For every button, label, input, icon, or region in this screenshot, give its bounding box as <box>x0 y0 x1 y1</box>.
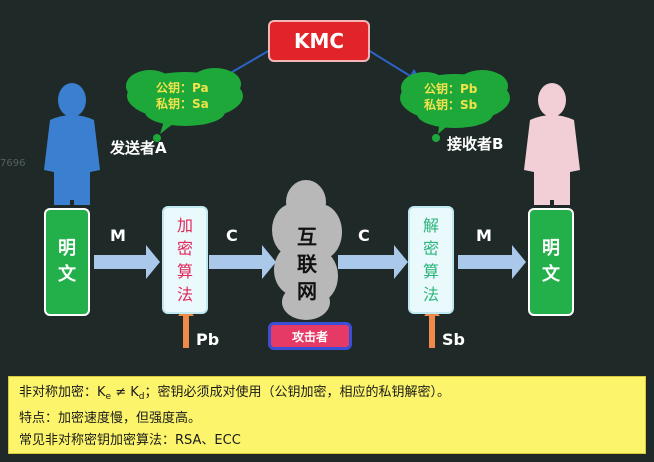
encrypt-char-3: 算 <box>176 262 193 281</box>
decrypt-key-label: Sb <box>442 330 465 349</box>
decrypt-char-2: 密 <box>422 239 439 258</box>
plaintext-right-box: 明 文 <box>528 208 574 316</box>
internet-char-1: 互 <box>297 225 317 249</box>
plaintext-right-char-2: 文 <box>542 264 560 285</box>
internet-char-2: 联 <box>297 252 317 276</box>
plaintext-right-char-1: 明 <box>542 238 560 259</box>
note-ke: K <box>97 385 106 400</box>
flow-arrows <box>94 245 526 279</box>
encrypt-char-4: 法 <box>176 285 193 304</box>
encrypt-char-1: 加 <box>176 216 193 235</box>
decrypt-char-4: 法 <box>422 285 439 304</box>
receiver-person-icon <box>524 83 580 205</box>
receiver-public-key: 公钥：Pb <box>424 82 478 96</box>
receiver-private-key: 私钥：Sb <box>424 98 478 112</box>
decrypt-char-3: 算 <box>422 262 439 281</box>
sender-label: 发送者A <box>110 139 167 157</box>
note-line-1: 非对称加密：Ke ≠ Kd；密钥必须成对使用（公钥加密，相应的私钥解密）。 <box>19 382 635 408</box>
watermark-text: 7696 <box>0 158 26 169</box>
note-line1-prefix: 非对称加密： <box>19 385 98 400</box>
internet-char-3: 网 <box>297 279 317 303</box>
arrow-m-left <box>94 245 160 279</box>
receiver-key-cloud <box>400 70 510 142</box>
label-c-right: C <box>358 226 370 245</box>
note-ke-sub: e <box>105 392 112 402</box>
plaintext-left-char-2: 文 <box>58 264 76 285</box>
internet-cloud <box>272 180 342 320</box>
encrypt-key-label: Pb <box>196 330 220 349</box>
explanation-note: 非对称加密：Ke ≠ Kd；密钥必须成对使用（公钥加密，相应的私钥解密）。 特点… <box>8 376 646 454</box>
encrypt-algorithm-box: 加 密 算 法 <box>162 206 208 314</box>
arrow-c-left <box>209 245 276 279</box>
sender-public-key: 公钥：Pa <box>156 81 209 95</box>
note-line-3: 常见非对称密钥加密算法：RSA、ECC <box>19 433 241 448</box>
decrypt-char-1: 解 <box>422 216 439 235</box>
receiver-label: 接收者B <box>447 135 504 153</box>
attacker-box: 攻击者 <box>268 322 352 350</box>
label-c-left: C <box>226 226 238 245</box>
sender-keys: 公钥：Pa 私钥：Sa <box>156 80 209 112</box>
decrypt-algorithm-box: 解 密 算 法 <box>408 206 454 314</box>
label-m-left: M <box>110 226 126 245</box>
plaintext-left-char-1: 明 <box>58 238 76 259</box>
note-neq: ≠ <box>111 385 131 400</box>
label-m-right: M <box>476 226 492 245</box>
sender-private-key: 私钥：Sa <box>156 97 209 111</box>
internet-label: 互 联 网 <box>287 224 327 305</box>
note-line-2: 特点：加密速度慢，但强度高。 <box>19 411 202 426</box>
sender-person-icon <box>44 83 100 205</box>
sender-key-cloud <box>126 68 243 142</box>
arrow-m-right <box>458 245 526 279</box>
note-line1-suffix: ；密钥必须成对使用（公钥加密，相应的私钥解密）。 <box>144 385 451 400</box>
note-kd-sub: d <box>138 392 145 402</box>
plaintext-left-box: 明 文 <box>44 208 90 316</box>
note-kd: K <box>130 385 139 400</box>
encrypt-char-2: 密 <box>176 239 193 258</box>
kmc-box: KMC <box>268 20 370 62</box>
receiver-keys: 公钥：Pb 私钥：Sb <box>424 81 477 113</box>
arrow-c-right <box>338 245 408 279</box>
